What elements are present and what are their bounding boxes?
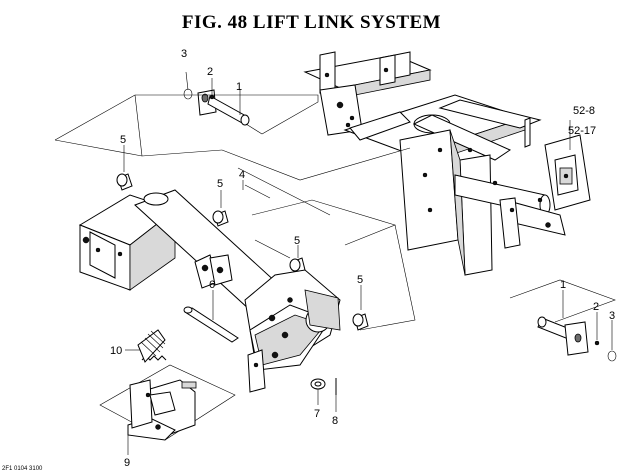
spring-10 <box>125 329 167 363</box>
callout-6: 6 <box>209 279 215 291</box>
callout-7: 7 <box>314 408 320 420</box>
callout-5: 5 <box>294 235 300 247</box>
callout-1: 1 <box>236 81 242 93</box>
figure-title: FIG. 48 LIFT LINK SYSTEM <box>181 12 442 33</box>
callout-8: 8 <box>332 415 338 427</box>
callout-52-17: 52-17 <box>568 125 596 137</box>
callout-52-8: 52-8 <box>573 105 595 117</box>
callout-3: 3 <box>181 48 187 60</box>
lift-link-arm <box>78 173 369 393</box>
callout-5: 5 <box>357 274 363 286</box>
pin-6 <box>183 290 239 343</box>
lower-pin-group <box>509 279 617 362</box>
footer-code: 2F1 0104 3100 <box>2 466 43 472</box>
main-frame-assembly <box>303 51 591 276</box>
callout-2: 2 <box>207 66 213 78</box>
callout-1: 1 <box>560 279 566 291</box>
callout-3: 3 <box>609 310 615 322</box>
callout-4: 4 <box>239 169 245 181</box>
callout-10: 10 <box>110 345 122 357</box>
callout-9: 9 <box>124 457 130 469</box>
lower-bracket-9 <box>99 364 236 455</box>
washer-pin-7-8 <box>310 378 337 412</box>
callout-5: 5 <box>120 134 126 146</box>
callout-2: 2 <box>593 301 599 313</box>
callout-5: 5 <box>217 178 223 190</box>
lift-link-outline <box>54 94 416 331</box>
upper-pin-group <box>183 71 263 135</box>
